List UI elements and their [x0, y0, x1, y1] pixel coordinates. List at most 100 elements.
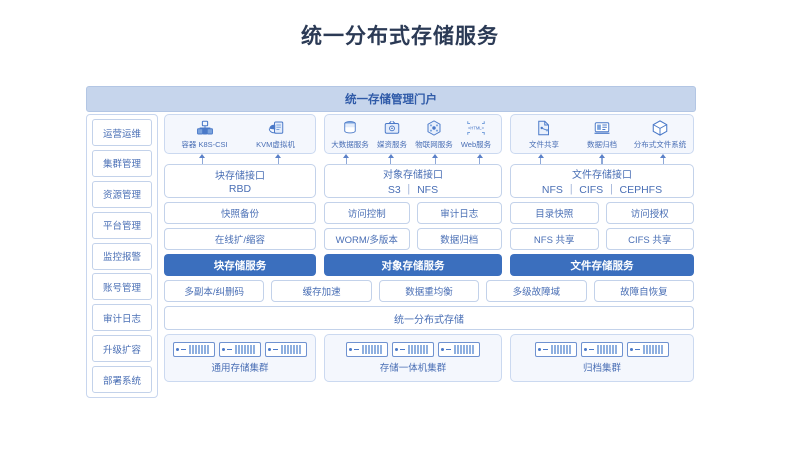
arrow-up-icon: [432, 154, 439, 164]
capability-self-healing[interactable]: 故障自恢复: [593, 280, 695, 302]
feature-data-archiving[interactable]: 数据归档: [416, 228, 502, 250]
interface-file[interactable]: 文件存储接口 NFS ｜ CIFS ｜ CEPHFS: [510, 164, 694, 198]
consumer-panels: 容器 K8S-CSI KVM虚拟机: [164, 114, 694, 154]
arrow-up-icon: [387, 154, 394, 164]
feature-access-authorization[interactable]: 访问授权: [605, 202, 694, 224]
kvm-icon: [267, 118, 285, 137]
arrow-up-icon: [275, 154, 282, 164]
server-node-icon: [581, 342, 623, 357]
arrow-up-icon: [199, 154, 206, 164]
consumer-web-service[interactable]: <HTML> Web服务: [455, 118, 497, 150]
cluster-label: 通用存储集群: [211, 363, 269, 374]
container-icon: [196, 118, 214, 137]
feature-audit-log[interactable]: 审计日志: [416, 202, 502, 224]
sidebar-item-resource-management[interactable]: 资源管理: [92, 180, 152, 208]
unified-storage-portal-bar: 统一存储管理门户: [86, 86, 696, 112]
sidebar-item-deployment-system[interactable]: 部署系统: [92, 366, 152, 393]
arrow-up-icon: [598, 154, 605, 164]
consumer-file-share[interactable]: 文件共享: [515, 118, 573, 150]
sidebar: 运营运维 集群管理 资源管理 平台管理 监控报警 账号管理 审计日志 升级扩容 …: [86, 114, 158, 398]
consumer-label: 文件共享: [529, 140, 559, 149]
server-node-icon: [392, 342, 434, 357]
interface-protocols: S3 ｜ NFS: [387, 183, 439, 196]
sidebar-item-upgrade-expansion[interactable]: 升级扩容: [92, 335, 152, 363]
service-file-storage[interactable]: 文件存储服务: [510, 254, 694, 276]
consumer-label: 物联网服务: [415, 140, 453, 149]
consumer-media-service[interactable]: 媒资服务: [371, 118, 413, 150]
server-node-icon: [219, 342, 261, 357]
arrow-up-icon: [476, 154, 483, 164]
feature-group-file-2: NFS 共享 CIFS 共享: [510, 228, 694, 250]
iot-icon: [425, 118, 443, 137]
cluster-appliance[interactable]: 存储一体机集群: [324, 334, 502, 382]
connector-arrows: [164, 154, 694, 164]
sidebar-item-operations[interactable]: 运营运维: [92, 119, 152, 146]
service-bar-row: 块存储服务 对象存储服务 文件存储服务: [164, 254, 694, 276]
feature-cifs-share[interactable]: CIFS 共享: [605, 228, 694, 250]
cluster-label: 存储一体机集群: [379, 363, 447, 374]
sidebar-item-audit-log[interactable]: 审计日志: [92, 304, 152, 332]
feature-access-control[interactable]: 访问控制: [324, 202, 410, 224]
consumer-panel-file: 文件共享 数据归档: [510, 114, 694, 154]
consumer-panel-object: 大数据服务 媒资服务: [324, 114, 502, 154]
capability-replica-ec[interactable]: 多副本/纠删码: [164, 280, 265, 302]
cluster-general-storage[interactable]: 通用存储集群: [164, 334, 316, 382]
feature-row-1: 快照备份 访问控制 审计日志 目录快照 访问授权: [164, 202, 694, 224]
server-group: [173, 342, 307, 357]
arrow-up-icon: [660, 154, 667, 164]
consumer-label: 容器 K8S-CSI: [181, 140, 228, 149]
consumer-label: 分布式文件系统: [633, 140, 687, 149]
feature-directory-snapshot[interactable]: 目录快照: [510, 202, 599, 224]
consumer-label: 数据归档: [587, 140, 617, 149]
feature-nfs-share[interactable]: NFS 共享: [510, 228, 599, 250]
feature-row-2: 在线扩/缩容 WORM/多版本 数据归档 NFS 共享 CIFS 共享: [164, 228, 694, 250]
interface-object[interactable]: 对象存储接口 S3 ｜ NFS: [324, 164, 502, 198]
server-group: [346, 342, 480, 357]
consumer-panel-block: 容器 K8S-CSI KVM虚拟机: [164, 114, 316, 154]
server-node-icon: [627, 342, 669, 357]
architecture-diagram: 统一存储管理门户 运营运维 集群管理 资源管理 平台管理 监控报警 账号管理 审…: [86, 86, 696, 398]
consumer-kvm-vm[interactable]: KVM虚拟机: [240, 118, 311, 150]
server-node-icon: [535, 342, 577, 357]
consumer-container-k8s-csi[interactable]: 容器 K8S-CSI: [169, 118, 240, 150]
interface-block[interactable]: 块存储接口 RBD: [164, 164, 316, 198]
feature-group-file: 目录快照 访问授权: [510, 202, 694, 224]
sidebar-item-account-management[interactable]: 账号管理: [92, 273, 152, 301]
cluster-archive[interactable]: 归档集群: [510, 334, 694, 382]
page-title: 统一分布式存储服务: [301, 25, 499, 48]
service-object-storage[interactable]: 对象存储服务: [324, 254, 502, 276]
arrow-group-block: [164, 154, 316, 164]
feature-online-scaling[interactable]: 在线扩/缩容: [164, 228, 316, 250]
server-node-icon: [438, 342, 480, 357]
arrow-up-icon: [343, 154, 350, 164]
arrow-group-object: [324, 154, 502, 164]
server-group: [535, 342, 669, 357]
distributed-fs-icon: [651, 118, 669, 137]
interface-title: 块存储接口: [215, 171, 265, 182]
unified-distributed-storage-band: 统一分布式存储: [164, 306, 694, 330]
svg-text:<HTML>: <HTML>: [468, 126, 485, 131]
capability-cache-acceleration[interactable]: 缓存加速: [271, 280, 372, 302]
sidebar-item-monitoring-alerts[interactable]: 监控报警: [92, 242, 152, 270]
interface-title: 文件存储接口: [572, 169, 632, 181]
consumer-data-archive[interactable]: 数据归档: [573, 118, 631, 150]
feature-group-object: 访问控制 审计日志: [324, 202, 502, 224]
cluster-row: 通用存储集群 存储一体机集群 归档集群: [164, 334, 694, 382]
feature-snapshot-backup[interactable]: 快照备份: [164, 202, 316, 224]
server-node-icon: [173, 342, 215, 357]
sidebar-item-platform-management[interactable]: 平台管理: [92, 211, 152, 239]
capability-multilevel-fault-domain[interactable]: 多级故障域: [486, 280, 587, 302]
service-block-storage[interactable]: 块存储服务: [164, 254, 316, 276]
interface-protocols: RBD: [228, 183, 252, 195]
media-icon: [383, 118, 401, 137]
feature-group-block: 快照备份: [164, 202, 316, 224]
capability-data-rebalance[interactable]: 数据重均衡: [378, 280, 480, 302]
consumer-bigdata-service[interactable]: 大数据服务: [329, 118, 371, 150]
interface-row: 块存储接口 RBD 对象存储接口 S3 ｜ NFS 文件存储接口 NFS ｜ C…: [164, 164, 694, 198]
consumer-distributed-fs[interactable]: 分布式文件系统: [631, 118, 689, 150]
sidebar-item-cluster-management[interactable]: 集群管理: [92, 149, 152, 177]
feature-worm-multiversion[interactable]: WORM/多版本: [324, 228, 410, 250]
web-icon: <HTML>: [466, 118, 486, 137]
arrow-group-file: [510, 154, 694, 164]
consumer-iot-service[interactable]: 物联网服务: [413, 118, 455, 150]
